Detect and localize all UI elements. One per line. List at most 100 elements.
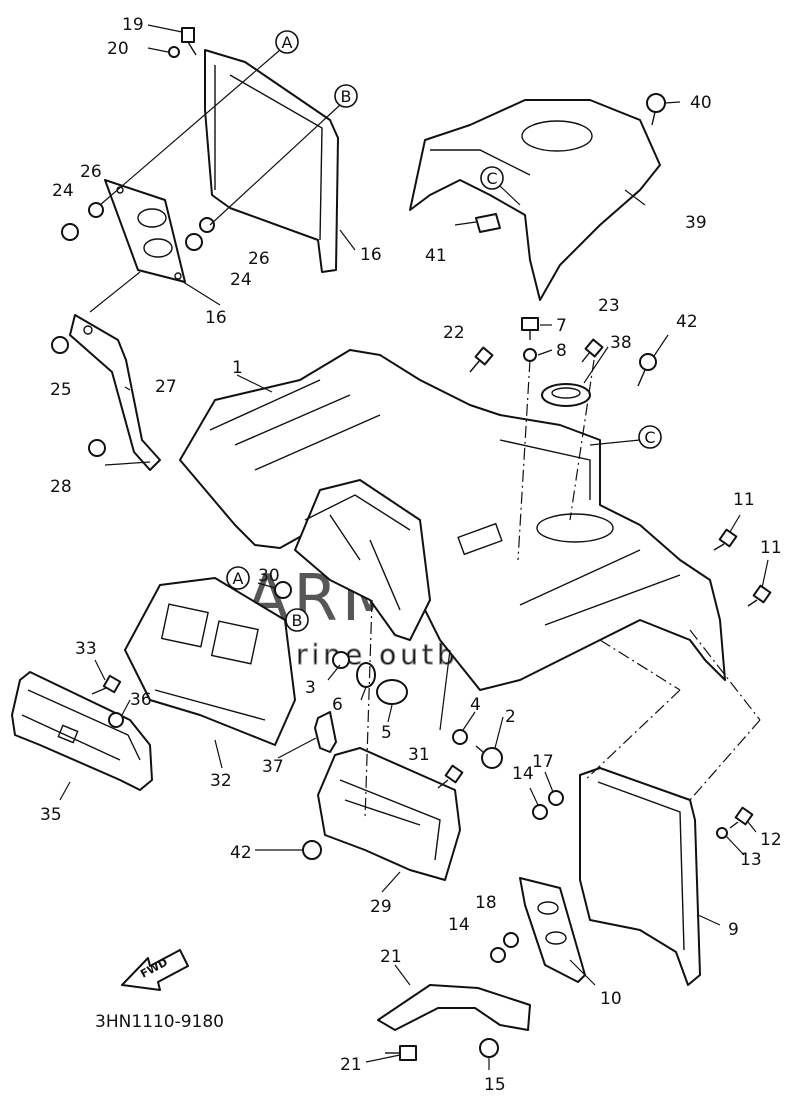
- callout-17: 21: [380, 947, 402, 967]
- part-32-grille: [124, 577, 296, 746]
- bolt-33: [91, 674, 122, 695]
- callout-16-upper: 17: [532, 752, 554, 772]
- callout-23: 20: [107, 39, 129, 59]
- callout-3: 3: [305, 678, 316, 698]
- callout-21-left: 22: [443, 323, 465, 343]
- fasteners: [51, 27, 772, 1061]
- callout-19: 16: [360, 245, 382, 265]
- nut-26-left: [88, 202, 104, 218]
- callout-35: 36: [130, 690, 152, 710]
- headlight-housing: [294, 479, 431, 641]
- nut-24-left: [61, 223, 79, 241]
- callout-11-lower: 11: [760, 538, 782, 558]
- leader-lines: [59, 24, 769, 1070]
- nut-25: [51, 336, 69, 354]
- part-38-top-cover: [409, 99, 661, 301]
- washer-4: [452, 729, 468, 745]
- callout-numbers: 19 20 26 24 26 24 16 16 40 39 41 7 8 22 …: [40, 15, 782, 1095]
- callout-13: 13: [740, 850, 762, 870]
- callout-24-left: 24: [52, 181, 74, 201]
- nut-42: [302, 840, 322, 860]
- callout-16-lower: 18: [475, 893, 497, 913]
- part-1-front-fender: [179, 349, 726, 691]
- callout-9: 9: [728, 920, 739, 940]
- ref-a-top: A: [275, 30, 299, 54]
- callout-11-upper: 11: [733, 490, 755, 510]
- nut-28: [88, 439, 106, 457]
- callout-26-right: 26: [248, 249, 270, 269]
- bolt-12: [729, 806, 754, 829]
- ref-b-top: B: [334, 84, 358, 108]
- bolt-22: [181, 27, 197, 56]
- part-34-bumper-guard: [11, 671, 153, 791]
- ref-a-lower: A: [226, 566, 250, 590]
- callout-38: 39: [685, 213, 707, 233]
- ref-c-mid: C: [638, 425, 662, 449]
- callout-6: 6: [332, 695, 343, 715]
- callout-29: 29: [370, 897, 392, 917]
- reference-letter: A: [282, 33, 293, 52]
- bolt-39: [646, 93, 666, 126]
- part-20-bracket-plate: [104, 179, 186, 283]
- assembly-lines: [89, 271, 761, 821]
- callout-26-left: 26: [80, 162, 102, 182]
- washer-3: [332, 651, 350, 669]
- callout-15: 15: [484, 1075, 506, 1095]
- washer-26-right: [199, 217, 215, 233]
- bolt-18: [385, 1045, 417, 1061]
- callout-30: 30: [258, 566, 280, 586]
- grommet-37: [541, 383, 591, 407]
- bolt-21-left: [469, 346, 494, 373]
- callout-2: 2: [505, 707, 516, 727]
- callout-12: 12: [760, 830, 782, 850]
- bolt-11-lower: [747, 584, 772, 607]
- nut-14-upper: [532, 804, 548, 820]
- reference-letter: C: [486, 169, 497, 188]
- callout-37: 38: [610, 333, 632, 353]
- part-19-inner-panel: [204, 49, 339, 273]
- callout-22: 19: [122, 15, 144, 35]
- reference-letter: C: [644, 428, 655, 447]
- collar-6: [356, 662, 376, 688]
- drawing-code: 3HN1110-9180: [95, 1012, 224, 1032]
- reference-letter: B: [341, 87, 352, 106]
- callout-36: 37: [262, 757, 284, 777]
- grommet-5: [376, 679, 408, 705]
- callout-41: 42: [676, 312, 698, 332]
- callout-40: 41: [425, 246, 447, 266]
- callout-21-right: 23: [598, 296, 620, 316]
- ref-b-lower: B: [285, 608, 309, 632]
- bolt-7: [521, 317, 539, 340]
- callout-14-lower: 14: [448, 915, 470, 935]
- part-17-stay: [377, 984, 531, 1031]
- nut-24-right: [185, 233, 203, 251]
- bolt-2: [475, 745, 503, 769]
- ref-c-top: C: [480, 166, 504, 190]
- callout-4: 4: [470, 695, 481, 715]
- reference-letter: A: [233, 569, 244, 588]
- part-40-clip: [475, 213, 501, 233]
- callout-5: 5: [381, 723, 392, 743]
- callout-10: 10: [600, 989, 622, 1009]
- reference-marks: A B C C A B: [99, 30, 662, 632]
- callout-28: 28: [50, 477, 72, 497]
- washer-16-upper: [548, 790, 564, 806]
- part-36-bracket: [314, 711, 337, 753]
- nut-15: [479, 1038, 499, 1058]
- washer-16-lower: [503, 932, 519, 948]
- callout-34: 35: [40, 805, 62, 825]
- callout-25: 25: [50, 380, 72, 400]
- part-10-plate: [519, 877, 586, 983]
- washer-13: [716, 827, 728, 839]
- nut-35: [108, 712, 124, 728]
- part-27-stay: [69, 314, 161, 471]
- washer-30: [274, 581, 292, 599]
- callout-33: 33: [75, 639, 97, 659]
- callout-27: 27: [155, 377, 177, 397]
- screw-41: [637, 353, 657, 387]
- callout-32: 32: [210, 771, 232, 791]
- callout-24-right: 24: [230, 270, 252, 290]
- callout-1: 1: [232, 358, 243, 378]
- callout-31: 31: [408, 745, 430, 765]
